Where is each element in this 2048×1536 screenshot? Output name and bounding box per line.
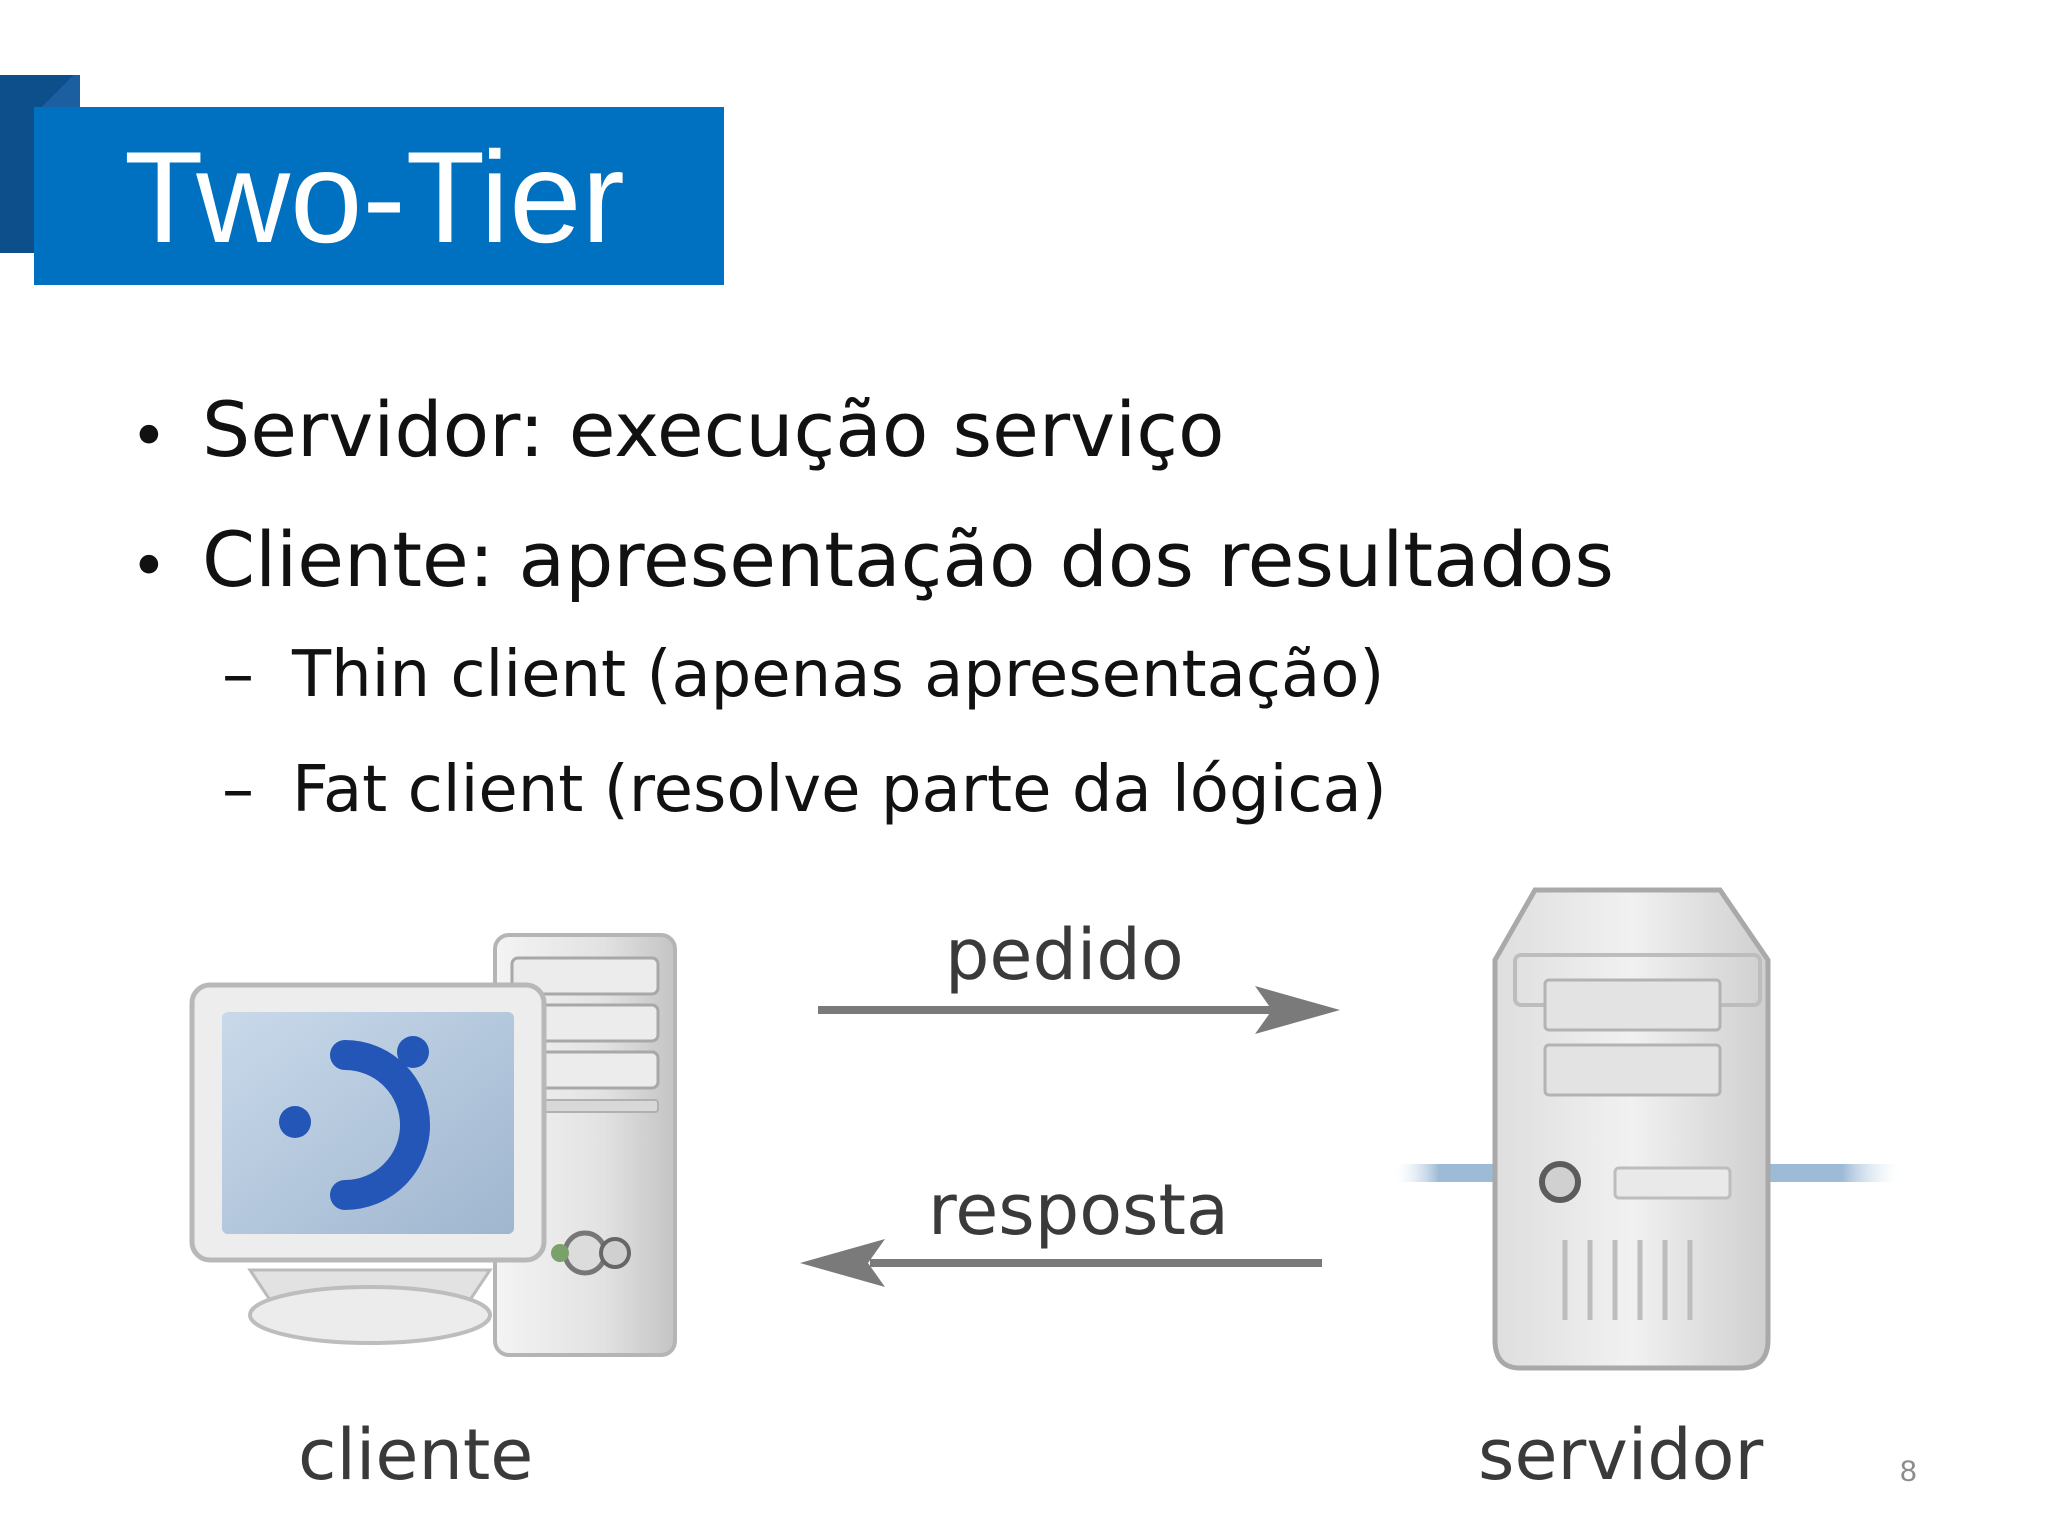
title-banner: Two-Tier	[34, 107, 724, 285]
client-server-diagram: pedido resposta cliente servidor	[0, 860, 2048, 1536]
bullet-text-cliente: Cliente: apresentação dos resultados	[202, 515, 1615, 604]
bullet-marker: •	[130, 400, 168, 474]
server-label: servidor	[1478, 1414, 1764, 1496]
sub-bullet-marker: –	[222, 638, 254, 712]
client-label: cliente	[298, 1414, 534, 1496]
sub-bullet-text-thin-client: Thin client (apenas apresentação)	[292, 638, 1385, 712]
response-label: resposta	[928, 1169, 1229, 1251]
server-icon	[1492, 887, 1771, 1371]
diagram-graphics	[189, 887, 1900, 1371]
request-label: pedido	[945, 914, 1184, 996]
sub-bullet-item: – Thin client (apenas apresentação)	[120, 625, 1970, 740]
sub-bullet-item: – Fat client (resolve parte da lógica)	[120, 740, 1970, 855]
request-arrow	[818, 986, 1340, 1034]
bullet-marker: •	[130, 530, 168, 604]
page-number: 8	[1900, 1455, 1917, 1488]
bullet-item: • Servidor: execução serviço	[120, 375, 1970, 505]
server-cable-left	[1395, 1164, 1505, 1182]
sub-bullet-text-fat-client: Fat client (resolve parte da lógica)	[292, 753, 1387, 827]
sub-bullet-marker: –	[222, 753, 254, 827]
title-accent-corner	[34, 75, 80, 109]
server-cable-right	[1755, 1164, 1900, 1182]
client-monitor-icon	[189, 982, 547, 1345]
slide-title: Two-Tier	[124, 124, 625, 270]
bullet-text-servidor: Servidor: execução serviço	[202, 385, 1225, 474]
response-arrow	[800, 1239, 1322, 1287]
bullet-list: • Servidor: execução serviço • Cliente: …	[120, 375, 1970, 855]
bullet-item: • Cliente: apresentação dos resultados	[120, 505, 1970, 625]
